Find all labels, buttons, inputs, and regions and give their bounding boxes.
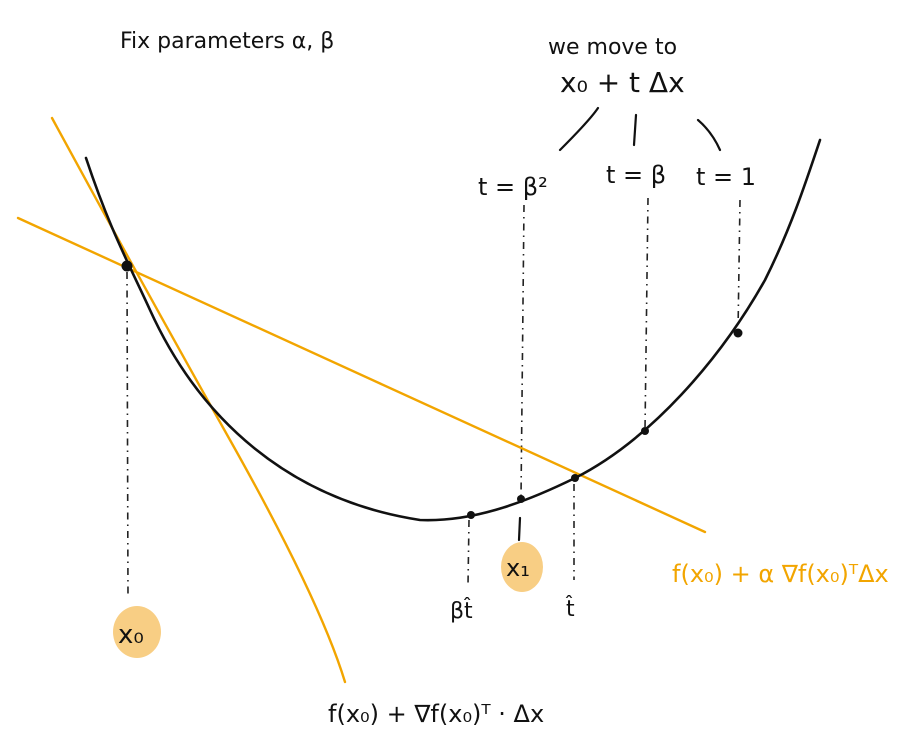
- beta-t-hat-label: βt̂: [450, 598, 473, 624]
- x1-highlight: [501, 542, 543, 592]
- t-beta-point: [641, 427, 649, 435]
- x1-point: [517, 495, 525, 503]
- t-beta-guide: [644, 197, 649, 431]
- move-expression: x₀ + t Δx: [560, 66, 685, 99]
- armijo-line: [16, 216, 707, 534]
- armijo-line-label: f(x₀) + α ∇f(x₀)ᵀΔx: [672, 560, 889, 588]
- brace-left-stroke: [558, 106, 600, 152]
- t-beta-squared-guide: [520, 204, 525, 499]
- t-hat-point: [571, 474, 579, 482]
- tangent-line-label: f(x₀) + ∇f(x₀)ᵀ · Δx: [328, 700, 544, 728]
- t-one-label: t = 1: [696, 163, 756, 191]
- x0-highlight: [113, 606, 161, 658]
- t-one-guide: [737, 199, 741, 333]
- beta-t-hat-point: [467, 511, 475, 519]
- brace-right-stroke: [696, 118, 722, 152]
- x0-guide: [126, 271, 129, 599]
- t-beta-label: t = β: [606, 161, 666, 189]
- tangent-line: [50, 116, 347, 684]
- x1-tick: [517, 516, 522, 542]
- x1-label: x₁: [506, 554, 530, 582]
- brace-middle-stroke: [632, 113, 638, 147]
- beta-t-hat-guide: [467, 519, 470, 586]
- t-one-point: [733, 328, 743, 338]
- move-caption: we move to: [548, 35, 677, 60]
- x0-label: x₀: [118, 620, 144, 650]
- function-curve: [84, 138, 822, 522]
- t-beta-squared-label: t = β²: [478, 173, 548, 201]
- t-hat-label: t̂: [566, 596, 575, 622]
- x0-point: [121, 260, 133, 272]
- title-text: Fix parameters α, β: [120, 29, 334, 54]
